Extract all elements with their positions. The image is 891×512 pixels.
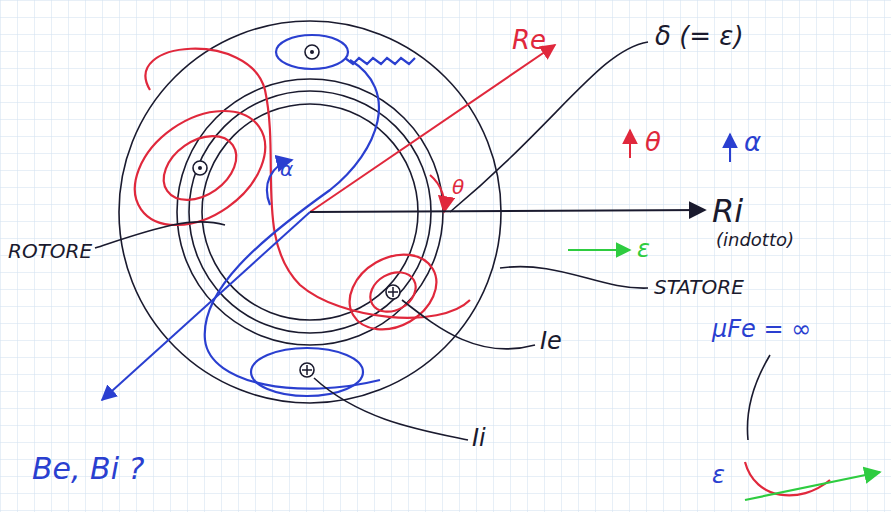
theta-arc — [430, 175, 444, 212]
angle-label: α — [280, 158, 293, 180]
rotore-leader — [95, 222, 225, 248]
flux-loop — [113, 87, 286, 248]
flux-loop — [152, 123, 249, 213]
axis-label: ε — [637, 236, 650, 262]
statore-leader — [500, 267, 648, 288]
angle-label: α — [744, 128, 761, 157]
flux-loop — [276, 35, 348, 69]
red-flux-lines — [113, 49, 470, 345]
axis-label: Re — [512, 26, 546, 55]
part-name: STATORE — [654, 276, 744, 298]
ii-leader — [314, 378, 468, 440]
flux-loop — [336, 240, 450, 345]
cross-conductor — [388, 287, 398, 297]
cross-conductor — [300, 363, 314, 377]
dot-conductor — [193, 161, 207, 175]
hatch — [345, 58, 415, 64]
alpha-arrow — [729, 134, 731, 162]
assumption-note: μFe = ∞ — [712, 316, 811, 342]
leader-lines — [95, 42, 770, 440]
ri-minus-axis — [102, 212, 310, 400]
delta-leader — [450, 42, 648, 212]
vector-label: ε — [712, 462, 725, 488]
re-axis — [310, 45, 555, 212]
part-name: ROTORE — [8, 240, 92, 262]
airgap-label: δ (= ε) — [655, 22, 744, 51]
flux-loop — [146, 49, 470, 318]
ri-axis — [310, 210, 705, 212]
current-label: Ie — [540, 328, 562, 354]
cross-conductor — [302, 365, 312, 375]
blue-flux-lines — [205, 35, 415, 396]
dot-conductor — [198, 166, 202, 170]
green-vector — [745, 472, 880, 500]
flux-loop — [363, 264, 423, 319]
flux-loop — [205, 60, 380, 389]
current-label: Ii — [472, 425, 486, 451]
dot-conductor — [310, 50, 314, 54]
axis-note: (indotto) — [716, 230, 794, 250]
theta-arrow — [629, 130, 631, 158]
dot-conductor — [305, 45, 319, 59]
question-note: Be, Bi ? — [32, 452, 145, 485]
ie-leader — [402, 300, 535, 349]
epsilon-arrow — [568, 249, 630, 251]
cross-conductor — [386, 285, 400, 299]
angle-label: θ — [452, 176, 464, 198]
axis-label: Ri — [712, 194, 743, 229]
angle-label: θ — [645, 128, 661, 157]
mini-sketch — [745, 462, 880, 500]
bracket — [747, 355, 770, 440]
